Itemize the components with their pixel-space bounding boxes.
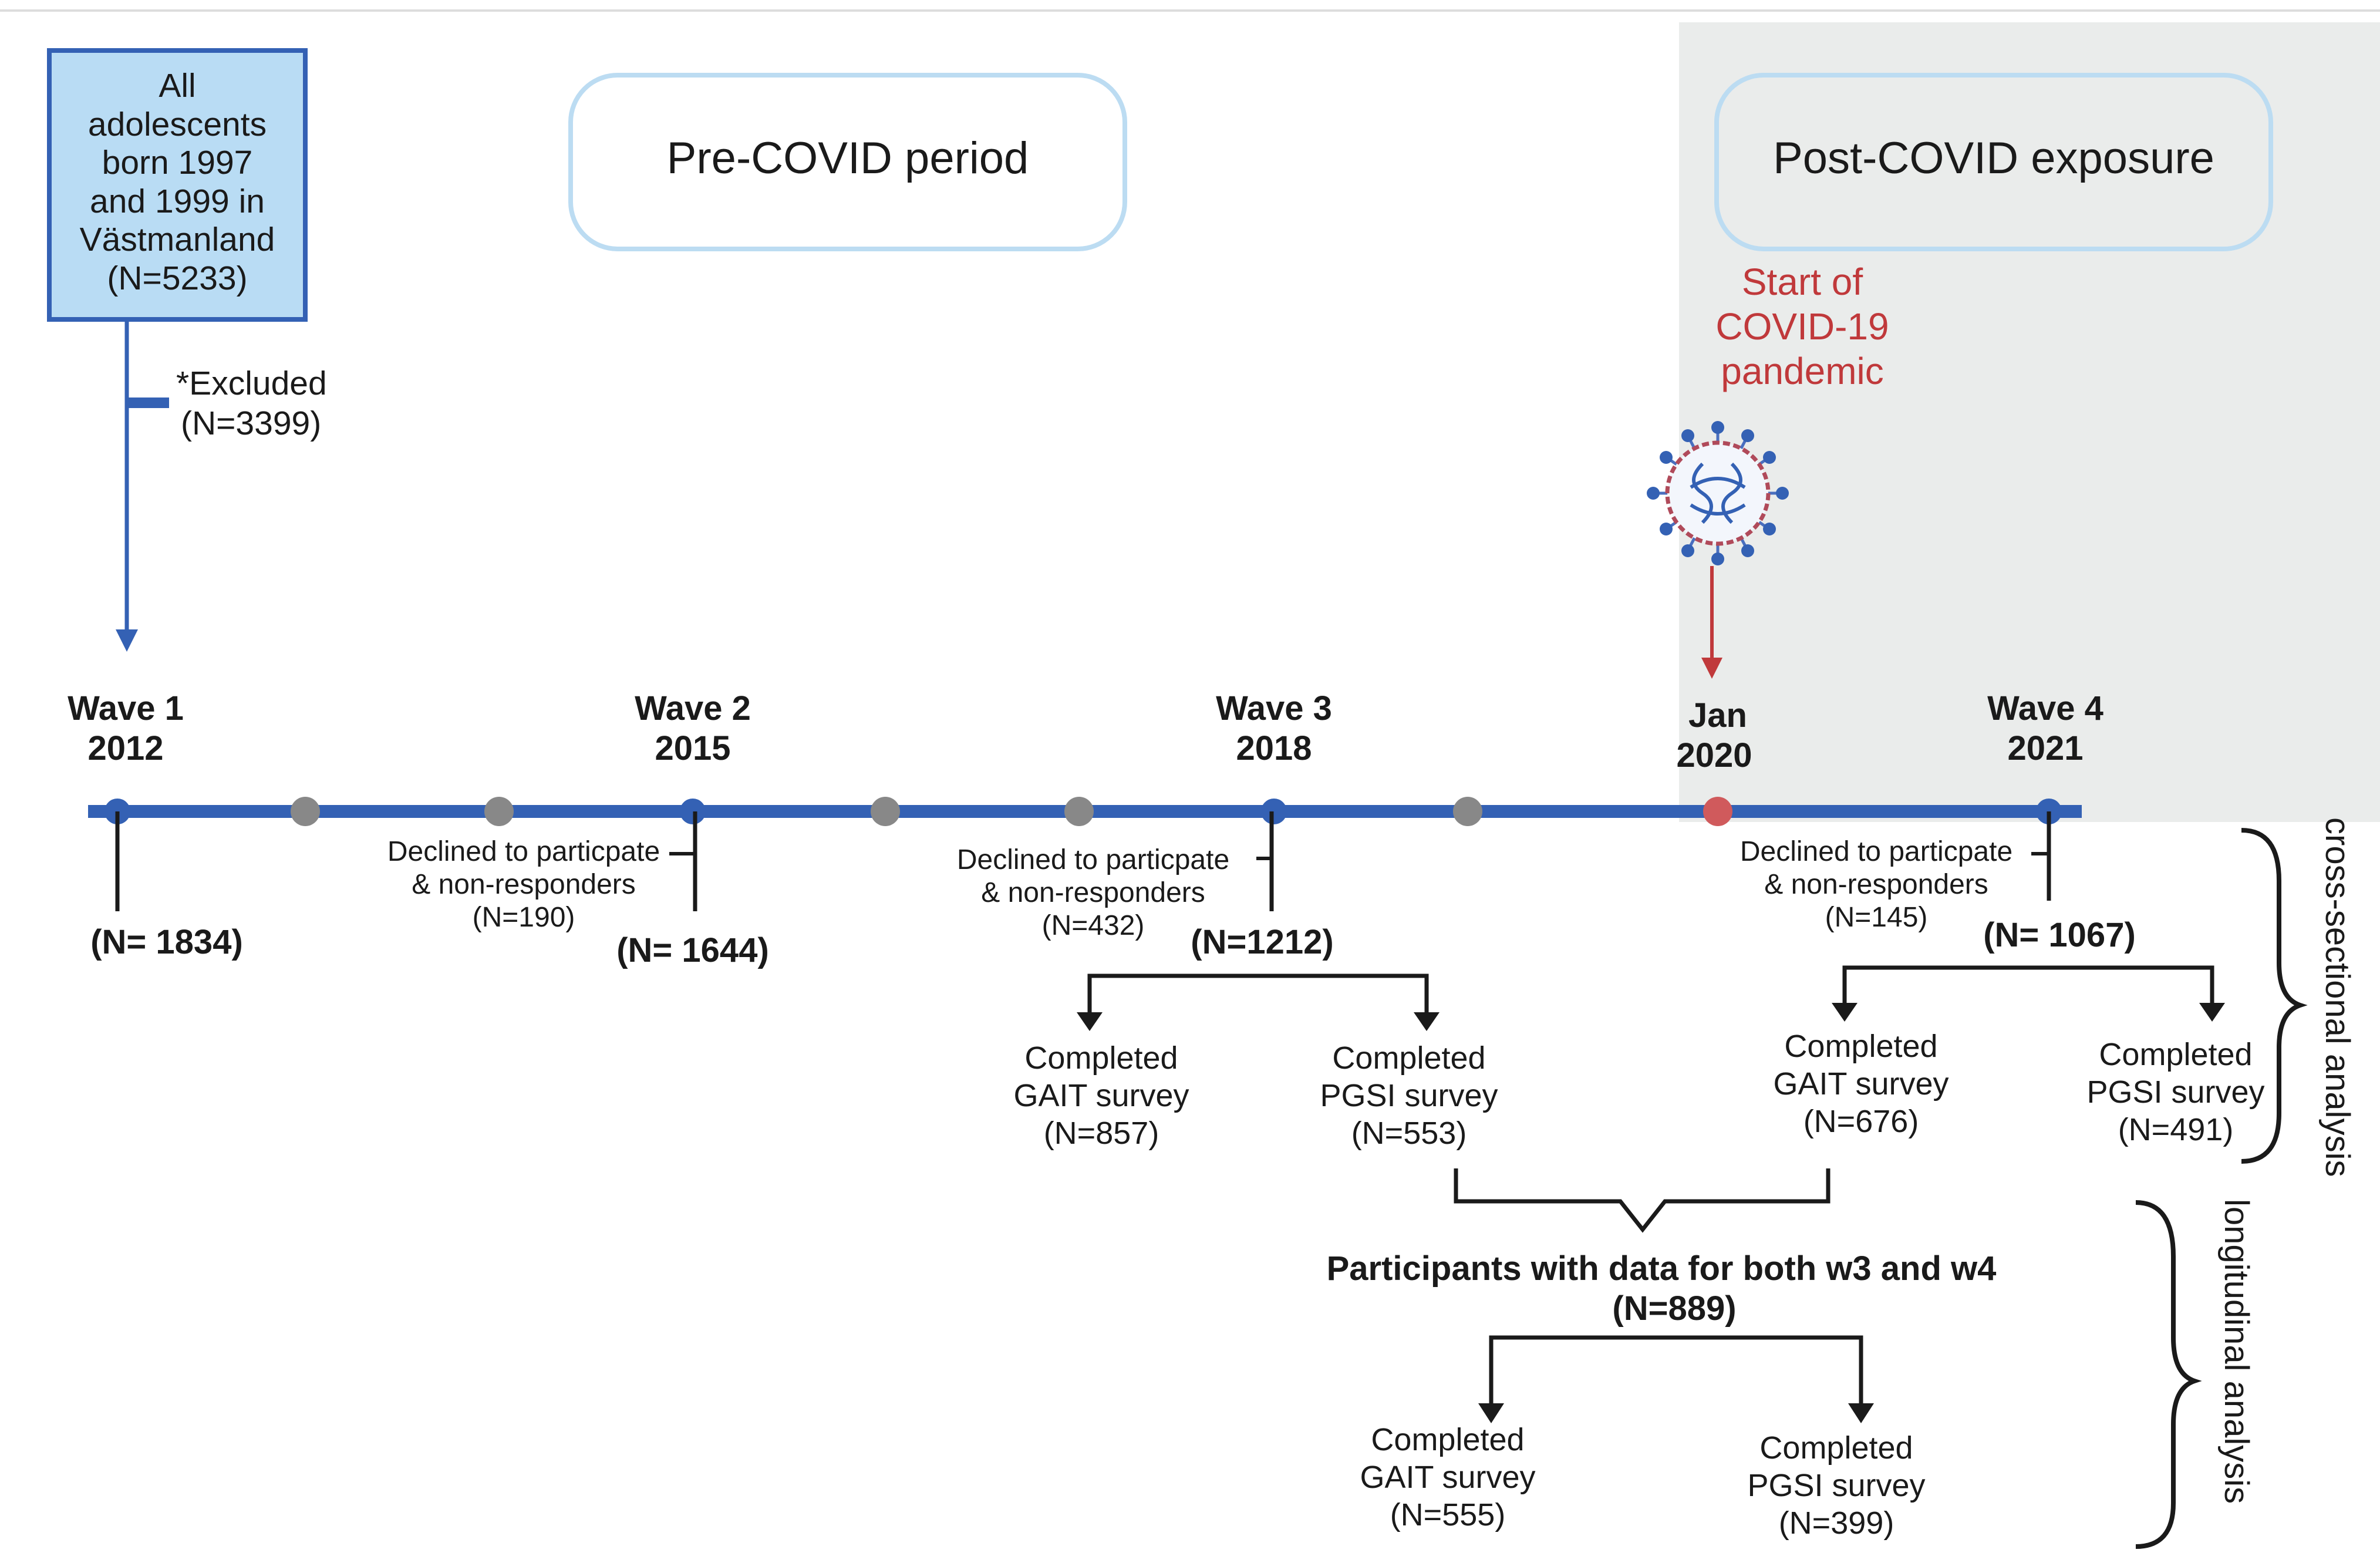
- declined-3-line-2: & non-responders: [1764, 869, 1988, 900]
- pandemic-line-3: pandemic: [1721, 350, 1884, 392]
- w4-pgsi-line-2: PGSI survey: [2086, 1074, 2264, 1110]
- w3-pgsi-line-1: Completed: [1332, 1040, 1485, 1076]
- w3-pgsi-count: (N=553): [1351, 1116, 1467, 1151]
- wave-4-year: 2021: [2007, 729, 2083, 767]
- both-waves-count: (N=889): [1612, 1289, 1736, 1328]
- w4-gait-line-2: GAIT survey: [1773, 1066, 1949, 1101]
- both-split-bracket: [1489, 1335, 1863, 1409]
- pandemic-arrow-head: [1701, 658, 1722, 679]
- timeline-dot-2013: [291, 797, 320, 826]
- post-covid-label: Post-COVID exposure: [1773, 133, 2214, 183]
- population-box: [47, 48, 308, 322]
- declined-1-line-2: & non-responders: [412, 869, 636, 900]
- w4-gait-arrow: [1832, 1003, 1858, 1022]
- population-line-5: Västmanland: [80, 221, 275, 258]
- both-pgsi-line-2: PGSI survey: [1747, 1468, 1925, 1503]
- pandemic-line-2: COVID-19: [1715, 305, 1889, 348]
- wave-3-count: (N=1212): [1191, 923, 1333, 961]
- wave-1-count: (N= 1834): [90, 923, 243, 961]
- timeline-dot-2019: [1453, 797, 1482, 826]
- jan-label: Jan: [1688, 696, 1747, 735]
- declined-3-line-1: Declined to particpate: [1740, 836, 2012, 867]
- declined-2-line-2: & non-responders: [981, 877, 1205, 908]
- w3-gait-arrow: [1077, 1012, 1103, 1031]
- excluded-label: *Excluded: [176, 365, 327, 402]
- population-line-3: born 1997: [102, 144, 253, 181]
- merge-bracket: [1454, 1168, 1830, 1233]
- virus-icon: [1647, 421, 1789, 565]
- pre-covid-label: Pre-COVID period: [667, 133, 1029, 183]
- declined-1-count: (N=190): [473, 902, 575, 933]
- both-gait-line-1: Completed: [1371, 1422, 1524, 1457]
- both-gait-count: (N=555): [1390, 1497, 1506, 1532]
- wave-2-label: Wave 2: [635, 689, 751, 727]
- timeline-dot-2016: [871, 797, 900, 826]
- wave-2-dot: [680, 799, 706, 824]
- pandemic-line-1: Start of: [1742, 261, 1863, 303]
- wave-2-year: 2015: [655, 729, 730, 767]
- w4-pgsi-line-1: Completed: [2099, 1037, 2252, 1072]
- longitudinal-label: longitudinal analysis: [2217, 1199, 2256, 1504]
- declined-2-line-1: Declined to particpate: [957, 844, 1229, 875]
- wave-3-year: 2018: [1236, 729, 1312, 767]
- longitudinal-brace: [2135, 1200, 2202, 1549]
- wave-4-split-bracket: [1842, 965, 2214, 1009]
- wave-4-label: Wave 4: [1987, 689, 2103, 727]
- w3-gait-line-1: Completed: [1024, 1040, 1178, 1076]
- pandemic-dot: [1703, 797, 1732, 826]
- post-covid-pill: [1714, 73, 2273, 251]
- wave-2-count: (N= 1644): [616, 931, 769, 969]
- both-waves-label: Participants with data for both w3 and w…: [1327, 1249, 1997, 1288]
- wave-1-label: Wave 1: [68, 689, 184, 727]
- population-line-4: and 1999 in: [90, 183, 265, 220]
- cross-sectional-label: cross-sectional analysis: [2318, 817, 2357, 1177]
- population-arrow-head: [116, 629, 138, 652]
- wave-3-split-bracket: [1087, 973, 1429, 1018]
- both-pgsi-arrow: [1848, 1403, 1874, 1423]
- wave-3-dot: [1261, 799, 1287, 824]
- wave-3-label: Wave 3: [1216, 689, 1332, 727]
- w4-gait-line-1: Completed: [1784, 1029, 1937, 1064]
- wave-4-count: (N= 1067): [1983, 916, 2136, 954]
- timeline-dot-2017: [1064, 797, 1094, 826]
- declined-2-count: (N=432): [1042, 910, 1145, 941]
- both-gait-arrow: [1478, 1403, 1504, 1423]
- pre-covid-pill: [568, 73, 1127, 251]
- cross-sectional-brace: [2241, 828, 2308, 1164]
- jan-year-label: 2020: [1676, 736, 1752, 774]
- population-line-6: (N=5233): [107, 260, 247, 297]
- w4-gait-count: (N=676): [1803, 1104, 1919, 1139]
- population-line-1: All: [159, 67, 195, 105]
- population-line-2: adolescents: [88, 106, 267, 143]
- timeline-dot-2014: [484, 797, 514, 826]
- declined-3-count: (N=145): [1825, 902, 1928, 933]
- both-gait-line-2: GAIT survey: [1360, 1460, 1535, 1495]
- w3-pgsi-arrow: [1414, 1012, 1440, 1031]
- both-pgsi-line-1: Completed: [1759, 1430, 1913, 1466]
- wave-1-year: 2012: [87, 729, 163, 767]
- declined-1-line-1: Declined to particpate: [387, 836, 660, 867]
- both-pgsi-count: (N=399): [1779, 1505, 1894, 1541]
- w3-pgsi-line-2: PGSI survey: [1320, 1078, 1498, 1113]
- w4-pgsi-count: (N=491): [2118, 1112, 2234, 1147]
- w4-pgsi-arrow: [2199, 1003, 2225, 1022]
- w3-gait-count: (N=857): [1044, 1116, 1159, 1151]
- excluded-count: (N=3399): [181, 405, 321, 442]
- w3-gait-line-2: GAIT survey: [1013, 1078, 1189, 1113]
